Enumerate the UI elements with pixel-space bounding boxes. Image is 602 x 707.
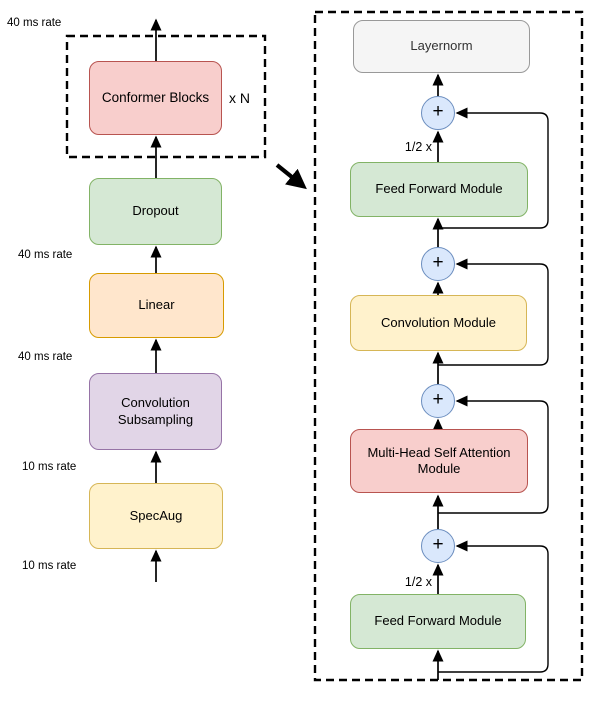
skip-convolution <box>438 258 549 366</box>
residual-skip-wires <box>438 107 549 673</box>
expansion-arrow <box>275 163 307 190</box>
skip-feed-forward-top <box>438 107 549 229</box>
rate-label-40ms-low: 40 ms rate <box>18 351 73 363</box>
skip-mhsa <box>438 395 549 514</box>
specaug-box: SpecAug <box>89 483 223 549</box>
plus-icon: + <box>432 389 444 410</box>
conformer-block-detail-dashed-group <box>313 10 584 682</box>
add-circle-top: + <box>421 96 455 130</box>
rate-label-10ms-upper: 10 ms rate <box>22 461 77 473</box>
multi-head-self-attention-box: Multi-Head Self Attention Module <box>350 429 528 493</box>
feed-forward-module-top-box: Feed Forward Module <box>350 162 528 217</box>
half-scale-label-bottom: 1/2 x <box>404 575 432 589</box>
half-scale-label-top: 1/2 x <box>404 140 432 154</box>
convolution-subsampling-box: Convolution Subsampling <box>89 373 222 450</box>
feed-forward-module-bottom-box: Feed Forward Module <box>350 594 526 649</box>
plus-icon: + <box>432 252 444 273</box>
dropout-box: Dropout <box>89 178 222 245</box>
rate-label-40ms-top: 40 ms rate <box>7 17 62 29</box>
convolution-module-box: Convolution Module <box>350 295 527 351</box>
skip-feed-forward-bottom <box>438 540 549 673</box>
add-circle-bottom: + <box>421 529 455 563</box>
linear-box: Linear <box>89 273 224 338</box>
rate-label-10ms-bottom: 10 ms rate <box>22 560 77 572</box>
conformer-blocks-dashed-group <box>65 34 267 159</box>
layernorm-box: Layernorm <box>353 20 530 73</box>
conformer-blocks-box: Conformer Blocks <box>89 61 222 135</box>
plus-icon: + <box>432 101 444 122</box>
repeat-count-label: x N <box>229 90 250 106</box>
rate-label-40ms-mid: 40 ms rate <box>18 249 73 261</box>
plus-icon: + <box>432 534 444 555</box>
add-circle-conv: + <box>421 247 455 281</box>
add-circle-mhsa: + <box>421 384 455 418</box>
